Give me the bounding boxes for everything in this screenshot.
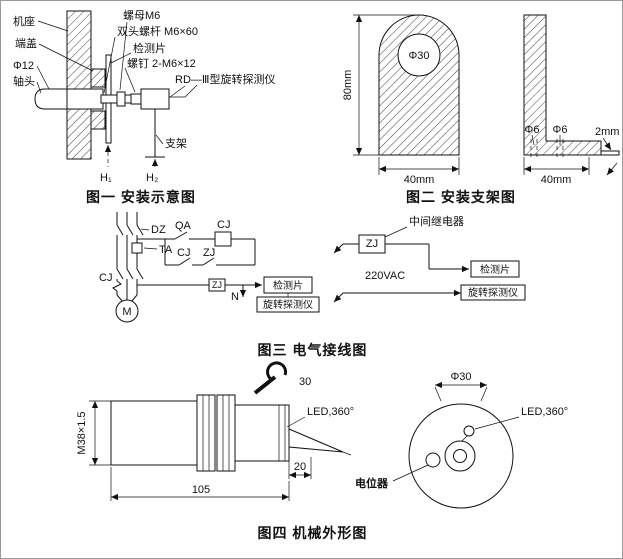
detector-branch-left (137, 276, 320, 313)
bracket-plate-front-view: Φ30 (378, 14, 460, 156)
dimension-40mm-left: 40mm (378, 157, 460, 186)
label-h1: H₁ (100, 172, 112, 184)
label-led-front: LED,360° (521, 406, 568, 418)
label-qa: QA (175, 220, 192, 232)
figure3-wiring-diagram: DZ TA QA CJ CJ ZJ (99, 212, 526, 323)
ta-leader (143, 247, 158, 250)
label-ta: TA (159, 244, 173, 256)
label-machine-base: 机座 (13, 14, 35, 28)
label-phi6-left: Φ6 (525, 124, 540, 136)
cable (288, 428, 344, 453)
dimension-2mm: 2mm (595, 126, 619, 151)
dimension-20: 20 (288, 457, 312, 479)
label-motor: M (122, 306, 131, 318)
leader-lines (36, 20, 186, 145)
label-detector-right: 旋转探测仪 (468, 286, 518, 299)
dimension-80mm: 80mm (342, 14, 417, 156)
corner-break-arrow (606, 162, 618, 176)
led-circle (463, 425, 475, 437)
label-end-cover: 端盖 (15, 36, 37, 50)
shaft (34, 88, 104, 110)
label-40mm-right: 40mm (541, 174, 572, 186)
label-rd3-detector: RD—Ⅲ型旋转探测仪 (175, 72, 275, 86)
main-contacts-and-motor (112, 268, 144, 323)
potentiometer-circle (425, 452, 441, 468)
figure4-outline-drawing: 30 LED,360° M38×1.5 20 105 (76, 361, 568, 509)
dimension-phi30: Φ30 (434, 371, 488, 402)
end-view (408, 403, 514, 509)
figure2-caption: 图二 安装支架图 (406, 189, 516, 205)
label-neutral: N (231, 291, 239, 303)
label-m38: M38×1.5 (76, 411, 88, 454)
led-front-leader (474, 416, 520, 430)
figure3-caption: 图三 电气接线图 (257, 342, 368, 358)
label-20: 20 (294, 461, 306, 473)
dimension-m38: M38×1.5 (76, 400, 111, 466)
relay-circuit-right (333, 226, 526, 303)
label-zj-small: ZJ (212, 280, 222, 290)
label-phi12: Φ12 (13, 60, 34, 72)
figure2-bracket-diagram: Φ30 80mm 40mm Φ6 Φ6 (342, 14, 620, 186)
figure4-caption: 图四 机械外形图 (257, 525, 368, 541)
hole-labels: Φ6 Φ6 (525, 124, 568, 146)
label-40mm-left: 40mm (404, 174, 435, 186)
label-nut-m6: 螺母M6 (123, 9, 160, 22)
label-screw: 螺钉 2-M6×12 (127, 57, 196, 70)
label-phi6-right: Φ6 (553, 124, 568, 136)
label-220vac: 220VAC (365, 270, 405, 282)
height-dimensions (104, 145, 159, 167)
label-detect-piece-right: 检测片 (480, 263, 510, 276)
label-shaft-head: 轴头 (13, 74, 35, 88)
bracket-side-view (523, 14, 620, 157)
label-cj-contact: CJ (177, 247, 190, 259)
label-bracket: 支架 (165, 137, 187, 150)
label-zj-contact: ZJ (203, 247, 215, 259)
label-led-side: LED,360° (307, 406, 354, 418)
label-cj-coil: CJ (217, 219, 230, 231)
end-cover (90, 68, 106, 130)
label-wrench-30: 30 (299, 376, 311, 388)
rotary-detector-body (130, 84, 198, 110)
label-phi30-end: Φ30 (450, 371, 471, 383)
label-2mm: 2mm (595, 126, 619, 138)
label-detector-left: 旋转探测仪 (263, 298, 313, 311)
wrench-icon (253, 361, 288, 395)
label-stud: 双头螺杆 M6×60 (117, 24, 198, 38)
label-zj-relay: ZJ (366, 238, 378, 250)
dimension-40mm-right: 40mm (523, 157, 590, 186)
label-105: 105 (192, 484, 210, 496)
support-bracket (145, 109, 165, 158)
threaded-body-side-view (110, 394, 352, 472)
dz-leader (140, 228, 150, 231)
label-cj-main: CJ (99, 272, 112, 284)
label-h2: H₂ (146, 172, 158, 184)
current-transformer (131, 242, 143, 254)
label-dz-breaker: DZ (151, 224, 166, 236)
label-potentiometer: 电位器 (355, 476, 389, 490)
control-branch (137, 231, 256, 266)
label-phi30-hole: Φ30 (408, 50, 429, 62)
potentiometer-leader (392, 464, 429, 482)
label-intermediate-relay: 中间继电器 (409, 215, 464, 228)
machine-base-wall (66, 10, 92, 160)
figure1-installation-diagram: 机座 端盖 Φ12 轴头 螺母M6 双头螺杆 M6×60 检测片 螺钉 2-M6… (13, 9, 275, 184)
label-80mm: 80mm (342, 70, 354, 101)
dimension-105: 105 (110, 467, 290, 501)
led-side-leader (286, 416, 306, 428)
figure1-caption: 图一 安装示意图 (86, 189, 196, 205)
label-detect-piece: 检测片 (133, 41, 166, 55)
label-detect-piece-left: 检测片 (273, 279, 303, 292)
three-phase-lines (116, 212, 144, 269)
